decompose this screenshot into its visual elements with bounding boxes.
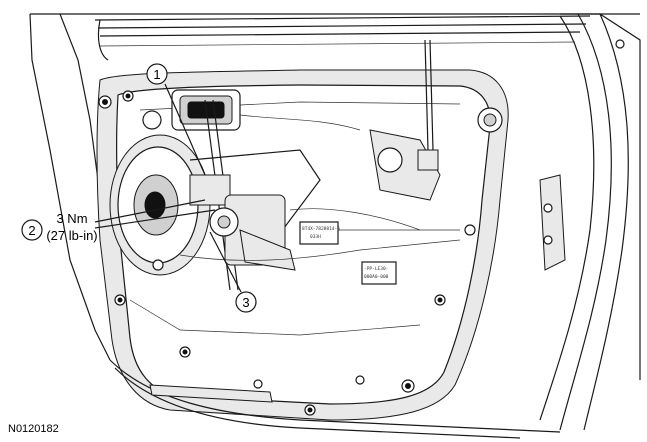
latch-assembly [369,39,441,201]
leader-lines [94,83,242,293]
figure-id: N0120182 [8,423,59,435]
torque-spec: 3 Nm (27 lb-in) [46,211,97,243]
part-label-b: -PP-LE30- 000A0-000 [361,261,397,285]
part-label-b-line2: 000A0-000 [364,274,389,280]
part-label-a: 8T4X-7828814-A 033H [299,221,340,245]
window-frame [94,15,591,61]
part-label-a-line2: 033H [310,234,321,240]
callout-3-label: 3 [242,295,249,310]
torque-lbin: (27 lb-in) [46,228,97,243]
callout-2: 2 [21,219,43,241]
leader-line-2a [94,199,206,223]
torque-nm: 3 Nm [56,211,87,226]
door-sill [109,359,561,439]
mount-points [98,90,503,416]
door-outer-shell [29,13,641,431]
callout-2-label: 2 [28,223,35,238]
part-label-b-line1: -PP-LE30- [364,266,388,272]
leader-line-1 [164,83,206,176]
callout-1-label: 1 [153,67,160,82]
part-label-a-line1: 8T4X-7828814-A [302,226,340,232]
leader-line-3 [209,231,242,293]
callout-1: 1 [146,63,168,85]
window-regulator [189,99,321,291]
callout-3: 3 [235,291,257,313]
leader-line-2b [94,209,216,229]
speaker [109,134,211,276]
